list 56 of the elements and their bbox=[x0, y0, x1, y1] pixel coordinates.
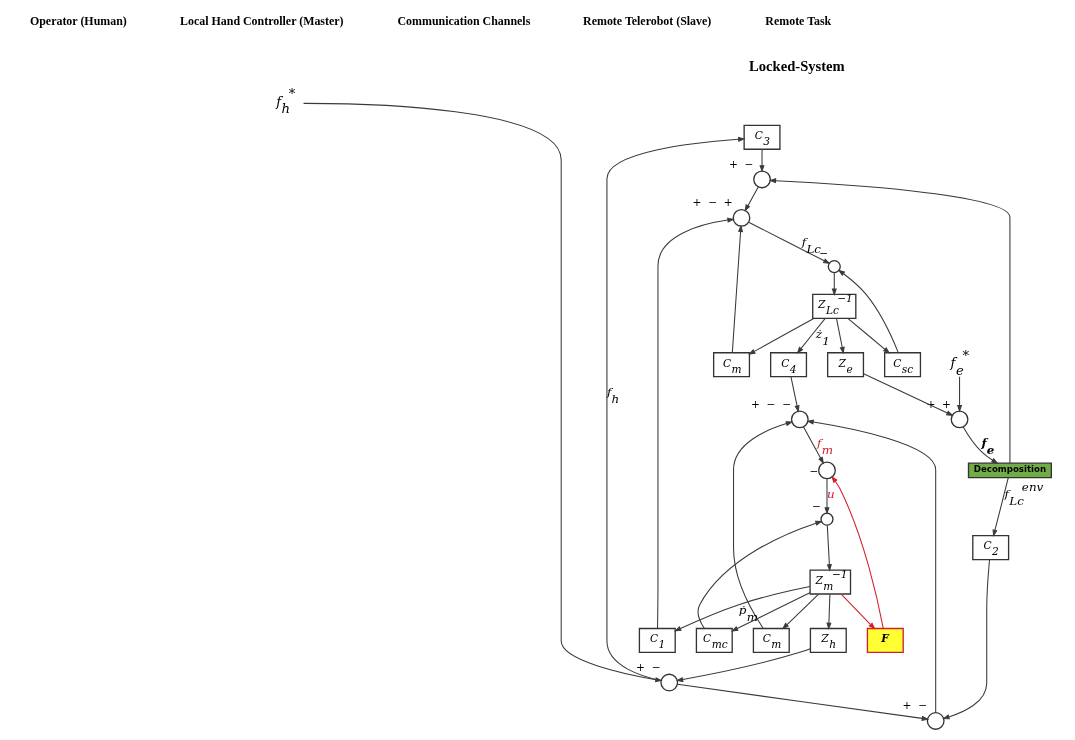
arrow bbox=[747, 221, 831, 265]
arrow bbox=[732, 421, 793, 629]
node-label: + − bbox=[728, 157, 753, 170]
node-label: + − + bbox=[692, 196, 733, 209]
arrow bbox=[840, 593, 875, 630]
arrow bbox=[747, 317, 814, 355]
node-label: + − bbox=[902, 699, 927, 712]
arrow bbox=[796, 318, 826, 354]
arrow bbox=[837, 269, 899, 354]
arrow bbox=[802, 426, 824, 465]
node-label: − bbox=[809, 465, 819, 478]
node-circle bbox=[926, 712, 945, 730]
node-circle bbox=[752, 170, 771, 189]
arrow bbox=[697, 520, 823, 629]
label: Remote Telerobot (Slave) bbox=[582, 13, 711, 28]
arrow bbox=[789, 376, 800, 413]
arrow bbox=[731, 224, 743, 354]
arrow bbox=[656, 217, 735, 629]
arrow bbox=[847, 318, 890, 354]
node-label: − bbox=[811, 499, 821, 512]
label: Operator (Human) bbox=[29, 13, 127, 28]
arrow bbox=[781, 593, 819, 630]
label: Local Hand Controller (Master) bbox=[179, 13, 344, 28]
arrow bbox=[673, 586, 811, 632]
arrow bbox=[805, 419, 936, 714]
label: Remote Task bbox=[764, 13, 831, 28]
arrow bbox=[743, 186, 759, 212]
arrow bbox=[962, 426, 999, 464]
arrow bbox=[941, 559, 990, 720]
arrow bbox=[768, 178, 1010, 464]
node-label: + − − bbox=[750, 397, 791, 410]
node-circle bbox=[732, 208, 750, 227]
arrow bbox=[825, 593, 831, 631]
node-circle bbox=[950, 410, 968, 429]
arrow bbox=[830, 475, 884, 629]
node-circle bbox=[790, 410, 809, 429]
node-box: Decomposition bbox=[967, 462, 1052, 479]
label: Locked-System bbox=[748, 58, 845, 75]
edge-label: u bbox=[826, 487, 835, 502]
arrow bbox=[992, 477, 1009, 538]
arrow bbox=[835, 318, 845, 355]
arrow bbox=[862, 373, 954, 416]
node-circle bbox=[819, 512, 834, 526]
node-box: F bbox=[866, 627, 904, 654]
arrow bbox=[823, 478, 830, 515]
arrow bbox=[758, 148, 765, 173]
node-circle bbox=[817, 461, 836, 480]
arrow bbox=[730, 592, 810, 632]
node-circle bbox=[659, 673, 678, 692]
node-label: + − bbox=[635, 660, 661, 673]
node-circle bbox=[827, 259, 841, 274]
label: Communication Channels bbox=[396, 13, 530, 28]
arrow bbox=[826, 524, 832, 572]
arrow bbox=[676, 683, 929, 721]
arrow bbox=[675, 648, 811, 683]
arrow bbox=[956, 376, 962, 413]
